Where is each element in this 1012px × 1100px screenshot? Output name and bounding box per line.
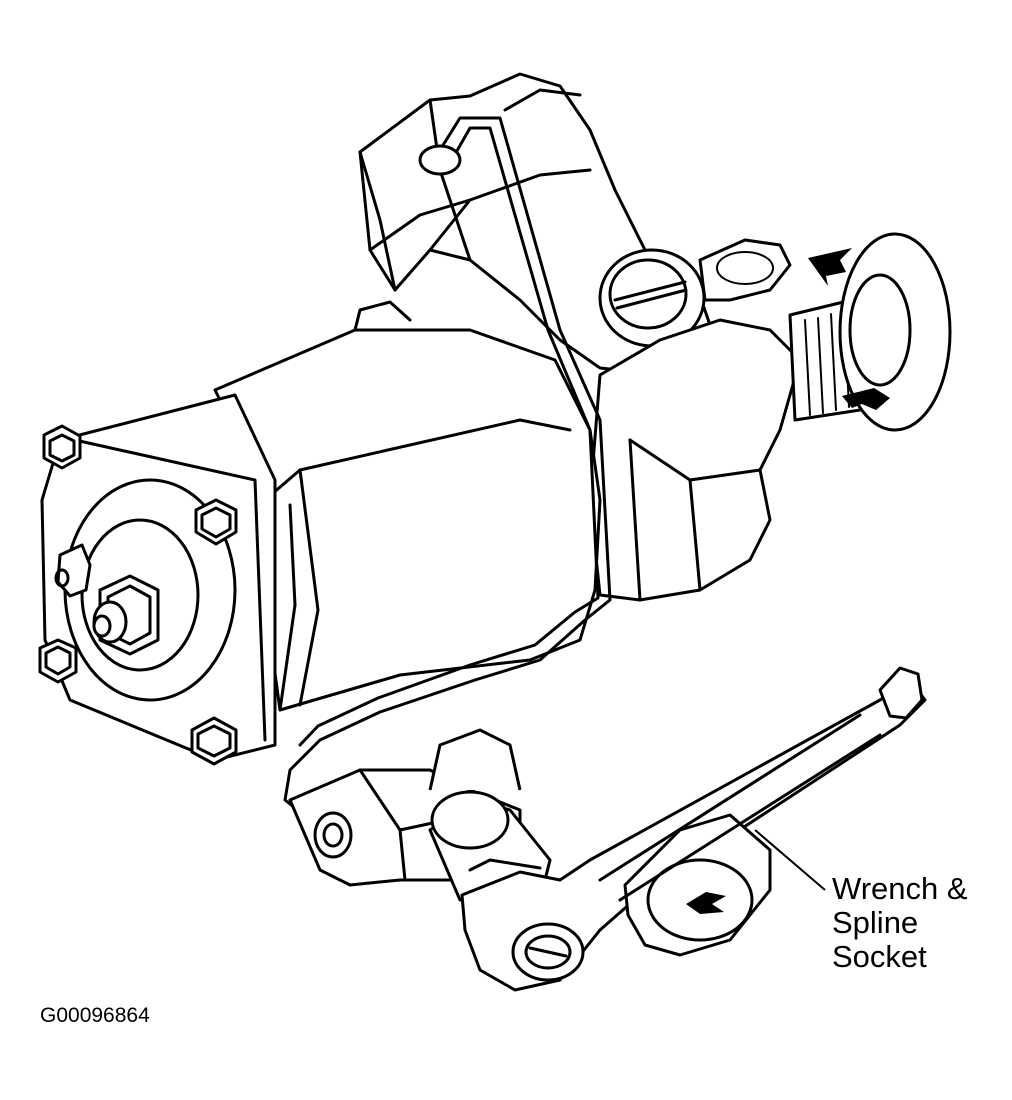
figure-id: G00096864 bbox=[40, 1004, 150, 1027]
ratchet-wrench bbox=[460, 666, 927, 992]
mounting-bracket bbox=[283, 116, 612, 814]
cover-bolt bbox=[42, 424, 82, 470]
callout-label: Wrench & Spline Socket bbox=[832, 872, 968, 974]
ratchet-direction-icon bbox=[686, 892, 726, 914]
callout-leader-line bbox=[754, 829, 826, 891]
callout-line-1: Wrench & bbox=[832, 871, 968, 906]
cover-bolt bbox=[38, 638, 78, 684]
callout-line-2: Spline bbox=[832, 905, 919, 940]
cover-bolt bbox=[190, 716, 238, 766]
rotation-arrow-icon bbox=[842, 388, 890, 410]
input-shaft-block bbox=[588, 238, 802, 602]
adjuster-nut bbox=[92, 574, 160, 656]
input-shaft bbox=[788, 232, 952, 432]
callout-line-3: Socket bbox=[832, 939, 927, 974]
rotation-arrow-icon bbox=[808, 248, 852, 286]
bleed-valve bbox=[54, 543, 92, 598]
cover-bolt bbox=[194, 498, 238, 546]
